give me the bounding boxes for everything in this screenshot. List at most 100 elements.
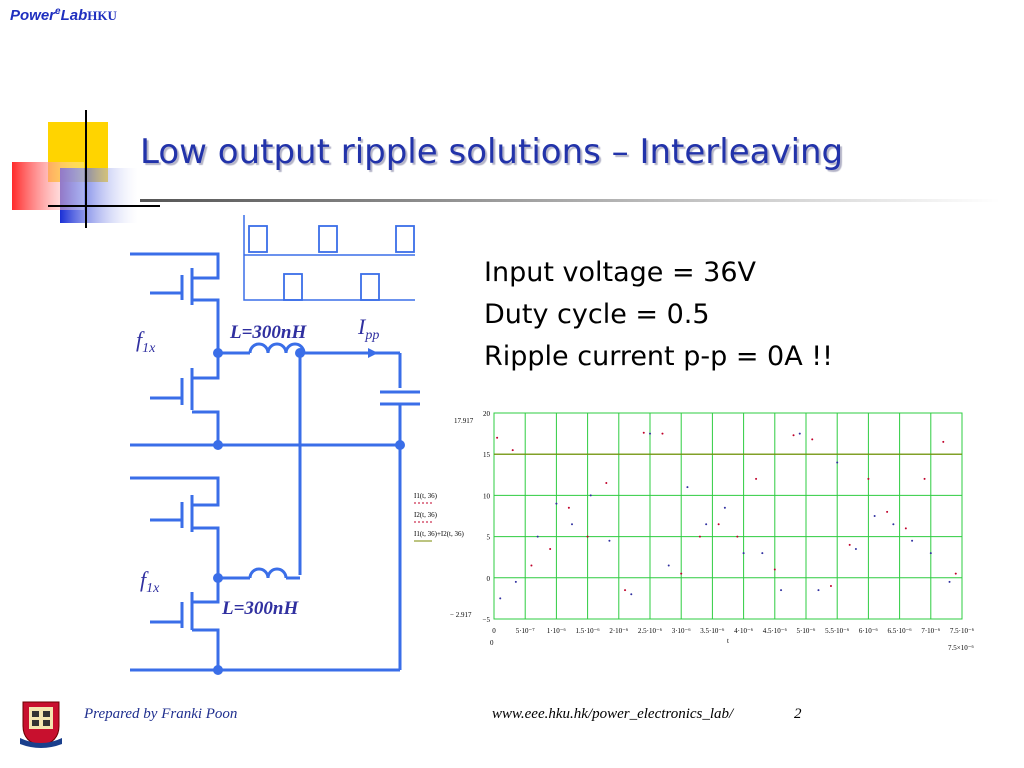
i2-point [589,494,592,497]
i1-point [923,477,926,480]
i2-point [630,593,633,596]
i1-point [549,547,552,550]
current-label: Ipp [357,314,379,343]
i2-point [499,597,502,600]
i1-point [605,482,608,485]
x-axis-label: t [727,637,729,645]
x-tick-label: 5.5·10⁻⁶ [825,627,850,635]
i2-point [948,580,951,583]
node-dot [295,348,305,358]
x-tick-label: 1·10⁻⁶ [547,627,567,635]
x-tick-label: 6·10⁻⁶ [859,627,879,635]
inductor-bottom-label: L=300nH [221,598,299,619]
x-tick-label: 7·10⁻⁶ [921,627,941,635]
hku-crest-icon [20,701,62,748]
i1-point [954,572,957,575]
i2-point [608,539,611,542]
node-dot [213,348,223,358]
i1-point [511,449,514,452]
y-min-label: − 2.917 [450,611,472,619]
footer-url[interactable]: www.eee.hku.hk/power_electronics_lab/ [492,706,734,722]
y-tick-label: −5 [483,616,491,624]
y-tick-label: 10 [483,492,491,500]
legend-entry: I1(t, 36) [414,492,438,500]
i2-point [742,552,745,555]
i2-point [649,432,651,435]
i1-point [867,477,870,480]
i1-point [829,585,832,588]
brand-org: HKU [87,8,117,23]
x-tick-label: 2·10⁻⁶ [609,627,629,635]
parameter-list: Input voltage = 36V Duty cycle = 0.5 Rip… [484,252,833,378]
i1-point [942,440,945,443]
slide-title: Low output ripple solutions – Interleavi… [140,132,844,172]
interleaved-buck-circuit: f1x L=300nH Ipp f1x L=300nH [130,215,420,675]
brand-main: Power [10,7,56,24]
y-tick-label: 20 [483,410,491,418]
i1-point [717,523,720,526]
brand-lab: Lab [60,7,88,24]
x-tick-label: 7.5·10⁻⁶ [950,627,975,635]
x-tick-label: 5·10⁻⁷ [516,627,536,635]
i1-point [848,543,851,546]
red-square [12,162,84,210]
y-max-label: 17.917 [454,417,474,425]
i2-point [873,515,876,517]
i1-point [736,535,739,538]
i2-point [514,580,517,583]
x-tick-label: 4·10⁻⁶ [734,627,754,635]
i2-point [555,502,558,505]
x-tick-label: 5·10⁻⁶ [797,627,817,635]
node-dot [213,573,223,583]
i2-point [723,506,726,509]
i1-point [567,506,570,509]
x-tick-label: 3·10⁻⁶ [672,627,692,635]
i1-point [886,510,889,513]
i1-point [811,438,814,441]
duty-cycle-line: Duty cycle = 0.5 [484,299,710,330]
node-dot [395,440,405,450]
x-tick-label: 3.5·10⁻⁶ [700,627,725,635]
node-dot [213,665,223,675]
y-tick-label: 0 [487,575,491,583]
i2-point [836,461,839,464]
input-voltage-line: Input voltage = 36V [484,257,756,288]
x-tick-label: 6.5·10⁻⁶ [887,627,912,635]
i2-point [780,589,783,592]
x-start-label: 0 [490,639,494,647]
i2-point [536,535,539,538]
brand-sup: e [55,6,61,17]
x-end-label: 7.5×10⁻⁶ [948,644,974,652]
i1-point [496,436,499,439]
title-underline [140,199,1000,202]
inductor-top-label: L=300nH [229,322,307,343]
i2-point [686,486,689,489]
i1-point [773,568,776,571]
legend-entry: I2(t, 36) [414,511,438,519]
circuit-nodes [213,348,405,675]
node-dot [213,440,223,450]
i2-point [854,547,857,550]
i1-point [530,564,533,567]
i2-point [817,589,820,592]
y-tick-label: 5 [487,534,491,542]
i1-point [661,432,664,435]
i1-point [792,434,795,437]
f1x-top-label: f1x [136,327,156,356]
i2-point [911,539,914,542]
page-number: 2 [794,706,802,722]
current-arrow-icon [368,348,378,358]
i2-point [798,432,801,435]
ripple-current-line: Ripple current p-p = 0A !! [484,341,833,372]
i1-point [904,527,907,530]
y-tick-label: 15 [483,451,491,459]
i1-point [586,535,589,538]
i1-point [680,572,683,575]
x-tick-label: 0 [492,627,496,635]
brand-logo-text: PowereLabHKU [10,6,117,24]
i1-point [698,535,701,538]
i1-point [624,589,627,592]
i2-point [892,523,895,526]
f1x-bottom-label: f1x [140,567,160,596]
